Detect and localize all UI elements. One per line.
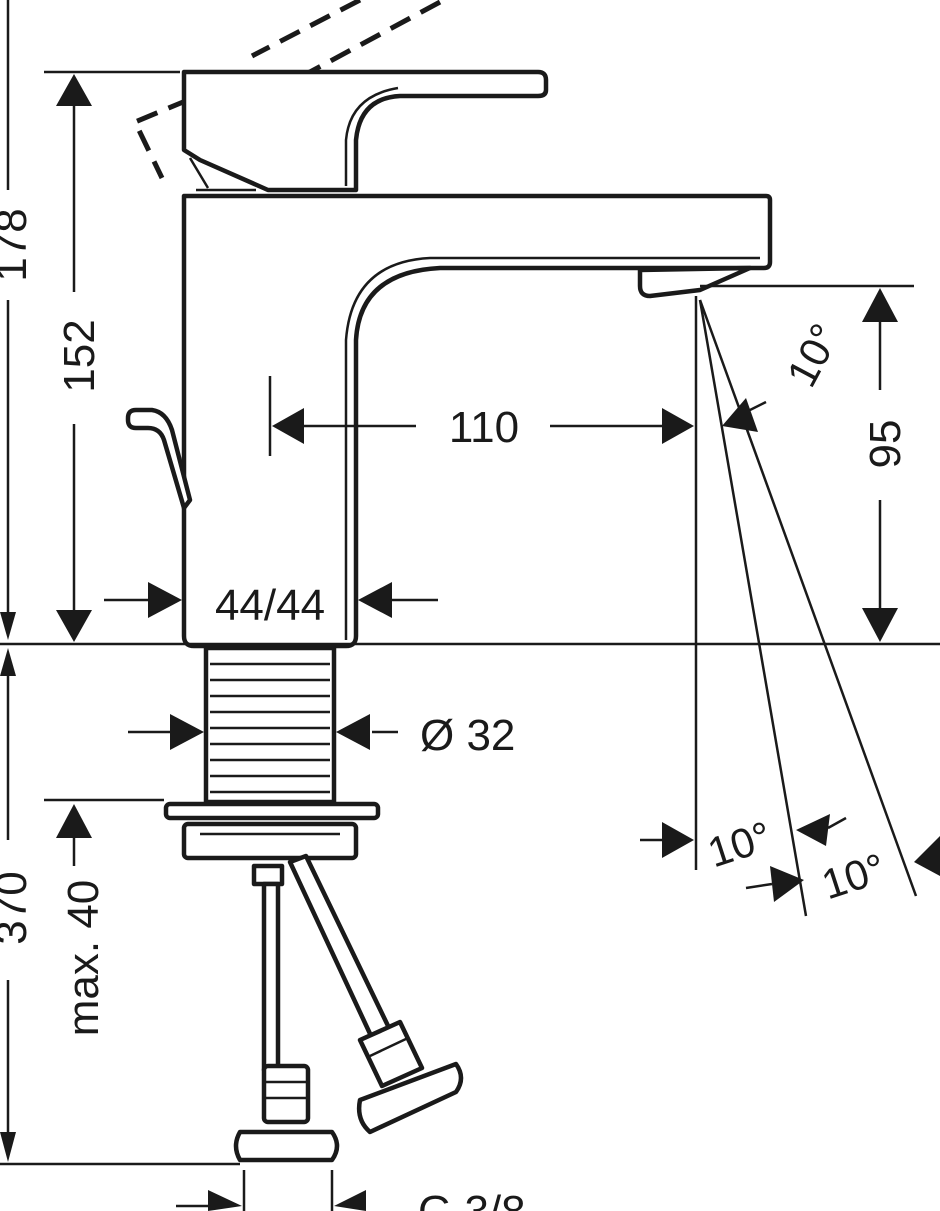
dim-max-thickness: max. 40 (56, 804, 108, 1036)
dim-thread: G 3/8 (176, 1170, 526, 1211)
dim-spray-angle-top: 10° (722, 316, 849, 432)
dim-outlet-height-label: 95 (861, 420, 910, 469)
dim-max-thickness-label: max. 40 (59, 880, 108, 1037)
arrowhead-icon (334, 1190, 366, 1211)
dim-spray-angle-bottom-left-label: 10° (702, 812, 777, 876)
arrowhead-icon (358, 582, 392, 618)
arrowhead-icon (914, 836, 940, 876)
arrowhead-icon (56, 610, 92, 642)
arrowhead-icon (0, 1132, 16, 1162)
arrowhead-icon (56, 74, 92, 106)
dim-spout-height-label: 152 (55, 319, 104, 392)
dim-spray-angle-bottom-left: 10° (640, 812, 847, 876)
dim-below-height: 370 (0, 648, 36, 1162)
faucet-main-body (181, 193, 773, 649)
arrowhead-icon (336, 714, 370, 750)
faucet-outline (125, 0, 773, 1163)
dim-thread-label: G 3/8 (418, 1187, 526, 1211)
dim-below-height-label: 370 (0, 871, 36, 944)
handle-inner-line (344, 86, 399, 186)
pop-up-rod (125, 407, 193, 511)
aerator (637, 265, 753, 299)
reference-lines (0, 70, 940, 1166)
arrowhead-icon (662, 822, 694, 858)
threaded-shank (203, 645, 337, 805)
shank-threads (210, 662, 330, 794)
arrowhead-icon (770, 866, 804, 902)
dim-total-height: 178 (0, 0, 36, 640)
arrowhead-icon (208, 1190, 242, 1211)
lever-dashed-upper (250, 0, 362, 59)
dim-spray-angle-bottom-right: 10° (745, 836, 940, 908)
dim-base-size-label: 44/44 (215, 581, 325, 630)
handle-lever (181, 69, 549, 193)
arrowhead-icon (862, 608, 898, 642)
arrowhead-icon (0, 612, 16, 640)
arrowhead-icon (722, 398, 758, 432)
arrowhead-icon (862, 288, 898, 322)
arrowhead-icon (0, 648, 16, 676)
spout-underside-line (344, 256, 760, 640)
dim-spray-angle-top-label: 10° (778, 316, 849, 394)
mounting-washer (163, 801, 381, 821)
dim-base-size: 44/44 (104, 581, 438, 630)
dim-reach-label: 110 (449, 403, 519, 452)
handle-cartridge (188, 157, 256, 192)
dim-spray-angle-bottom-right-label: 10° (816, 844, 891, 908)
mounting-nut (181, 821, 359, 861)
dim-shank-diameter-label: Ø 32 (420, 711, 515, 760)
arrowhead-icon (662, 408, 694, 444)
arrowhead-icon (272, 408, 304, 444)
dim-spout-height: 152 (55, 74, 104, 642)
arrowhead-icon (170, 714, 204, 750)
dim-shank-diameter: Ø 32 (128, 711, 515, 760)
dim-outlet-height: 95 (861, 288, 910, 642)
arrowhead-icon (796, 814, 830, 846)
supply-hoses (233, 853, 464, 1163)
dim-reach: 110 (272, 403, 694, 452)
arrowhead-icon (148, 582, 182, 618)
arrowhead-icon (56, 804, 92, 838)
dim-total-height-label: 178 (0, 208, 36, 281)
